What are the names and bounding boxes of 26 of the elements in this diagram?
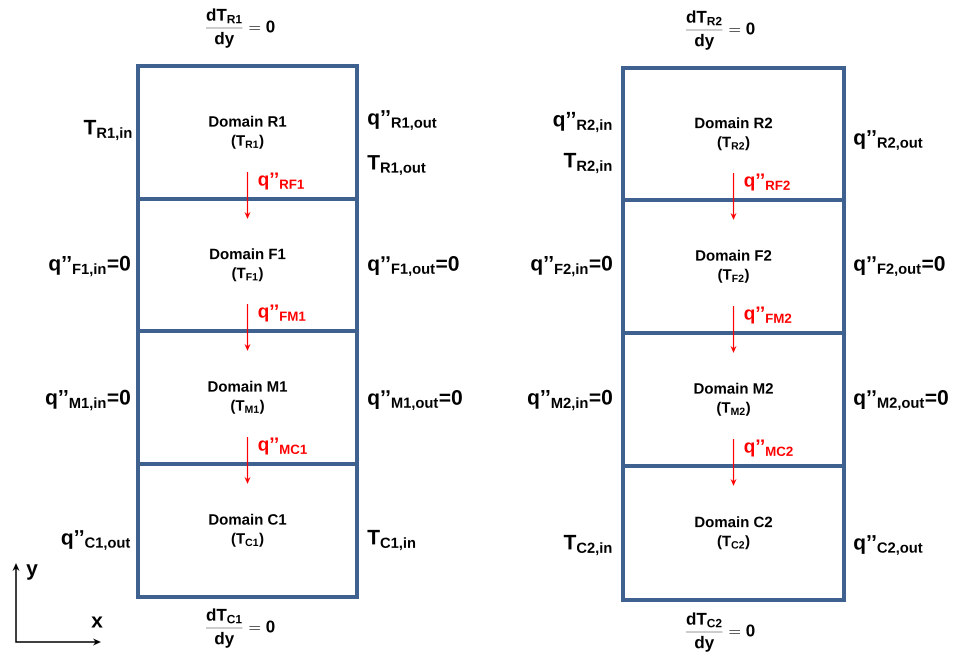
boundary-label: q’’$_{F2,in}$=0 xyxy=(531,256,612,276)
boundary-label: T$_{R1,in}$ xyxy=(84,120,132,140)
boundary-label: T$_{R1,out}$ xyxy=(367,155,426,175)
boundary-label: q’’$_{F1,out}$=0 xyxy=(368,256,459,276)
boundary-label: q’’$_{M2,in}$=0 xyxy=(528,390,612,410)
boundary-label: T$_{R2,in}$ xyxy=(564,152,612,174)
axis-label: x xyxy=(91,616,103,628)
flux-label: q’’$_{MC2}$ xyxy=(744,440,793,456)
boundary-label: q’’$_{F1,in}$=0 xyxy=(49,256,130,276)
flux-label: q’’$_{FM2}$ xyxy=(744,306,792,324)
boundary-condition: $\frac{\mathbf{dT_{C1}}}{\mathbf{dy}}=\mathbf{0}$ xyxy=(206,608,274,648)
flux-label: q’’$_{MC1}$ xyxy=(258,438,307,454)
domain-box: Domain C2 (T$_{C2}$) xyxy=(621,464,846,602)
boundary-label: q’’$_{M1,in}$=0 xyxy=(46,390,130,410)
flux-label: q’’$_{RF2}$ xyxy=(744,174,790,190)
boundary-label: q’’$_{M1,out}$=0 xyxy=(368,390,462,410)
flux-label: q’’$_{RF1}$ xyxy=(258,172,304,190)
domain-box: Domain C1 (T$_{C1}$) xyxy=(136,462,359,599)
boundary-label: q’’$_{M2,out}$=0 xyxy=(854,390,948,410)
boundary-condition: $\frac{\mathbf{dT_{R2}}}{\mathbf{dy}}=\mathbf{0}$ xyxy=(686,10,754,50)
flux-label: q’’$_{FM1}$ xyxy=(258,304,306,322)
boundary-label: q’’$_{F2,out}$=0 xyxy=(854,256,945,276)
boundary-condition: $\frac{\mathbf{dT_{R1}}}{\mathbf{dy}}=\mathbf{0}$ xyxy=(206,8,274,48)
axis-label: y xyxy=(26,564,38,580)
boundary-label: q’’$_{R2,out}$ xyxy=(854,130,922,150)
boundary-condition: $\frac{\mathbf{dT_{C2}}}{\mathbf{dy}}=\mathbf{0}$ xyxy=(686,612,754,652)
